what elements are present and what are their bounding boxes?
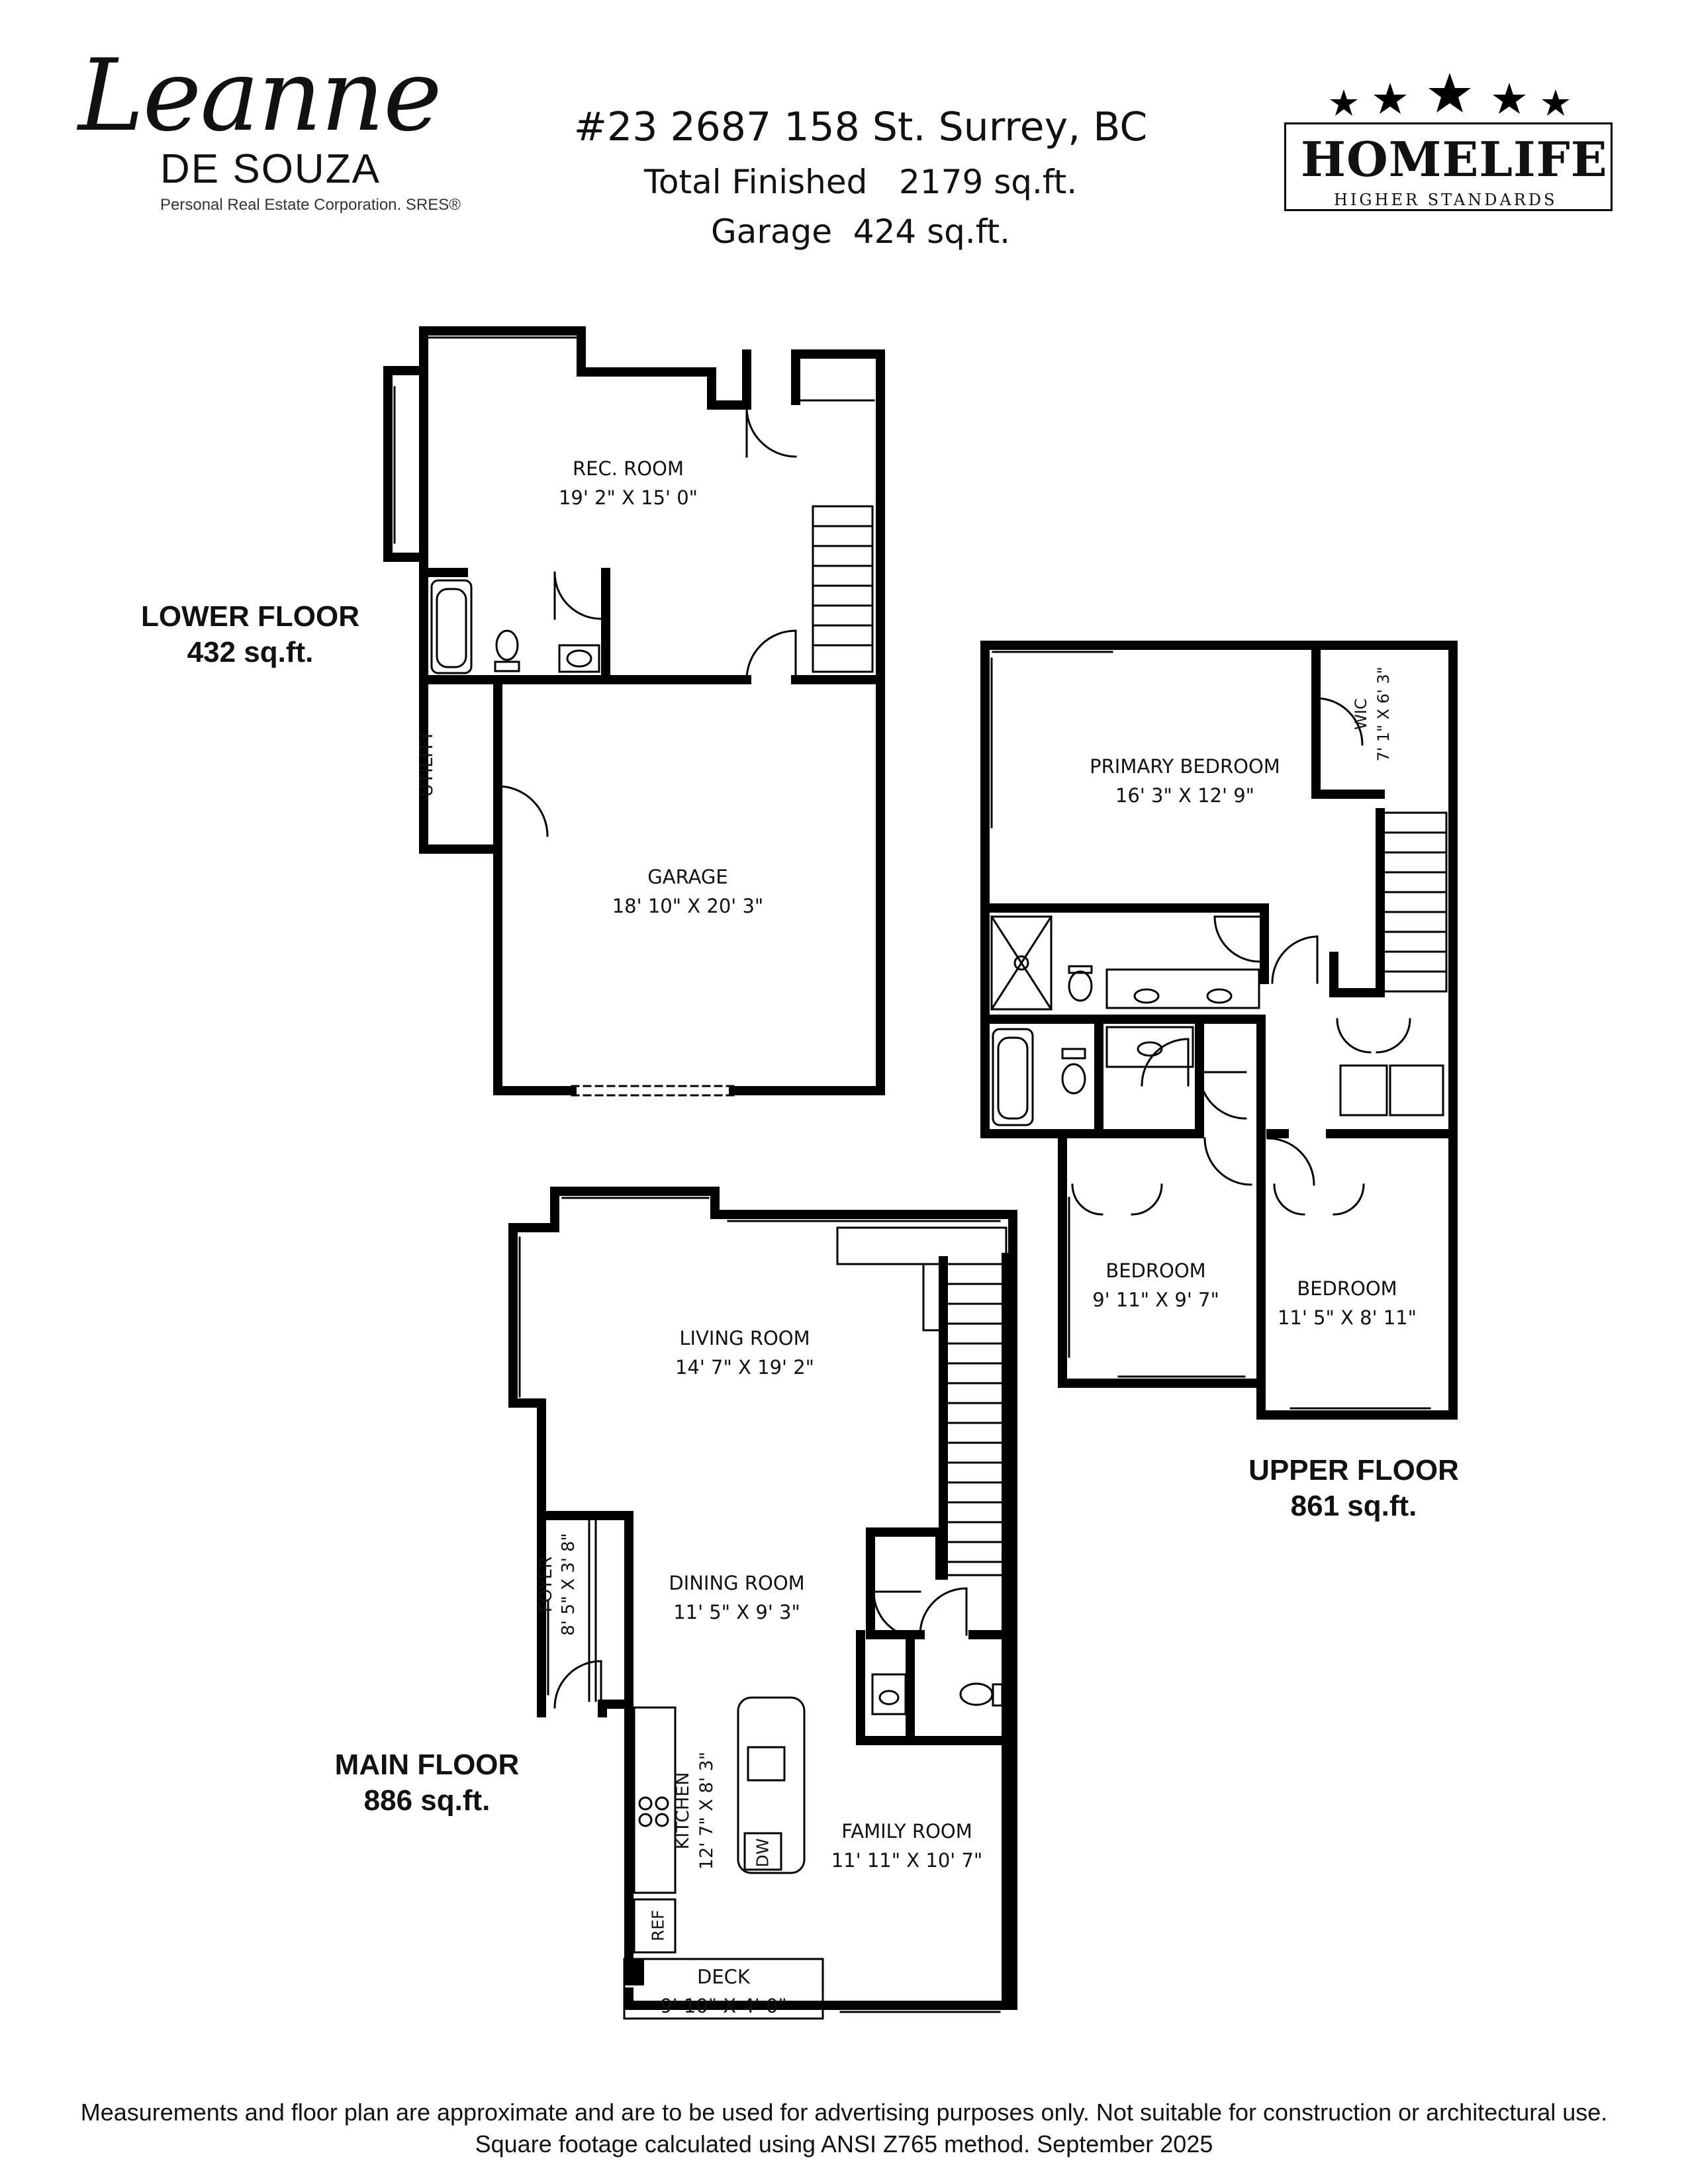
upper-floor-area: 861 sq.ft. bbox=[1290, 1490, 1417, 1522]
lower-floor-area: 432 sq.ft. bbox=[187, 636, 314, 668]
bedroom-1-label: BEDROOM 9' 11" X 9' 7" bbox=[1023, 1256, 1288, 1314]
rec-room-label: REC. ROOM 19' 2" X 15' 0" bbox=[496, 454, 761, 512]
brokerage-logo-name: HOMELIFE bbox=[1301, 131, 1608, 187]
main-floor-area: 886 sq.ft. bbox=[363, 1784, 491, 1817]
deck-label: DECK 9' 10" X 4' 0" bbox=[591, 1962, 856, 2021]
upper-floor-label: UPPER FLOOR 861 sq.ft. bbox=[1235, 1453, 1473, 1524]
garage-area: Garage 424 sq.ft. bbox=[710, 212, 1011, 251]
main-floor-name: MAIN FLOOR bbox=[334, 1749, 520, 1781]
dishwasher-label: DW bbox=[753, 1838, 773, 1868]
room-name: DECK bbox=[697, 1966, 750, 1988]
room-name: BEDROOM bbox=[1297, 1277, 1397, 1300]
dining-room-label: DINING ROOM 11' 5" X 9' 3" bbox=[604, 1569, 869, 1627]
room-dimensions: 11' 5" X 8' 11" bbox=[1277, 1306, 1417, 1329]
room-dimensions: 8' 5" X 3' 8" bbox=[559, 1533, 579, 1636]
property-address: #23 2687 158 St. Surrey, BC bbox=[573, 104, 1148, 150]
room-name: UTILITY bbox=[416, 730, 437, 797]
room-name: GARAGE bbox=[647, 866, 728, 888]
upper-floor-details bbox=[984, 644, 1448, 1416]
rating-stars-icon bbox=[1330, 73, 1570, 116]
room-name: FAMILY ROOM bbox=[841, 1820, 972, 1843]
room-name: KITCHEN bbox=[673, 1772, 693, 1850]
foyer-label: FOYER 8' 5" X 3' 8" bbox=[535, 1512, 580, 1657]
room-name: FOYER bbox=[536, 1556, 556, 1613]
garage-label: GARAGE 18' 10" X 20' 3" bbox=[555, 862, 820, 921]
total-finished-area: Total Finished 2179 sq.ft. bbox=[643, 163, 1078, 201]
living-room-label: LIVING ROOM 14' 7" X 19' 2" bbox=[612, 1324, 877, 1382]
lower-floor-walls bbox=[383, 326, 885, 1095]
main-floor-details bbox=[512, 1190, 1008, 2020]
room-dimensions: 19' 2" X 15' 0" bbox=[558, 486, 698, 509]
lower-floor-details bbox=[387, 330, 875, 1097]
agent-logo-subtitle: Personal Real Estate Corporation. SRES® bbox=[160, 196, 461, 214]
lower-floor-label: LOWER FLOOR 432 sq.ft. bbox=[131, 599, 369, 670]
disclaimer-line-2: Square footage calculated using ANSI Z76… bbox=[475, 2130, 1213, 2158]
lower-floor-name: LOWER FLOOR bbox=[141, 600, 359, 633]
kitchen-label: KITCHEN 12' 7" X 8' 3" bbox=[671, 1731, 719, 1890]
refrigerator-label: REF bbox=[648, 1909, 668, 1942]
upper-floor-name: UPPER FLOOR bbox=[1248, 1454, 1459, 1486]
deck-posts bbox=[624, 1959, 644, 1985]
disclaimer-line-1: Measurements and floor plan are approxim… bbox=[80, 2099, 1608, 2126]
utility-label: UTILITY bbox=[414, 698, 440, 830]
agent-logo-surname: DE SOUZA bbox=[160, 146, 381, 192]
brokerage-logo-frame bbox=[1284, 122, 1613, 211]
room-dimensions: 11' 11" X 10' 7" bbox=[831, 1849, 983, 1872]
room-dimensions: 9' 11" X 9' 7" bbox=[1092, 1289, 1219, 1311]
room-name: REC. ROOM bbox=[573, 457, 684, 480]
room-name: DINING ROOM bbox=[669, 1572, 805, 1594]
room-dimensions: 16' 3" X 12' 9" bbox=[1115, 784, 1255, 807]
brokerage-logo-tagline: HIGHER STANDARDS bbox=[1334, 191, 1558, 209]
room-name: PRIMARY BEDROOM bbox=[1090, 755, 1280, 778]
upper-floor-walls bbox=[980, 641, 1458, 1420]
room-dimensions: 11' 5" X 9' 3" bbox=[673, 1601, 800, 1623]
room-dimensions: 7' 1" X 6' 3" bbox=[1374, 666, 1393, 762]
room-name: WIC bbox=[1352, 698, 1370, 730]
room-dimensions: 9' 10" X 4' 0" bbox=[660, 1995, 787, 2017]
room-dimensions: 18' 10" X 20' 3" bbox=[612, 895, 764, 917]
room-dimensions: 14' 7" X 19' 2" bbox=[675, 1356, 815, 1379]
room-name: BEDROOM bbox=[1105, 1259, 1206, 1282]
agent-logo-script: Leanne bbox=[78, 38, 442, 154]
bedroom-2-label: BEDROOM 11' 5" X 8' 11" bbox=[1215, 1274, 1479, 1332]
main-floor-label: MAIN FLOOR 886 sq.ft. bbox=[308, 1747, 546, 1819]
room-dimensions: 12' 7" X 8' 3" bbox=[696, 1751, 717, 1870]
wic-label: WIC 7' 1" X 6' 3" bbox=[1350, 651, 1395, 777]
room-name: LIVING ROOM bbox=[679, 1327, 810, 1349]
primary-bedroom-label: PRIMARY BEDROOM 16' 3" X 12' 9" bbox=[1053, 752, 1317, 810]
family-room-label: FAMILY ROOM 11' 11" X 10' 7" bbox=[774, 1817, 1039, 1875]
